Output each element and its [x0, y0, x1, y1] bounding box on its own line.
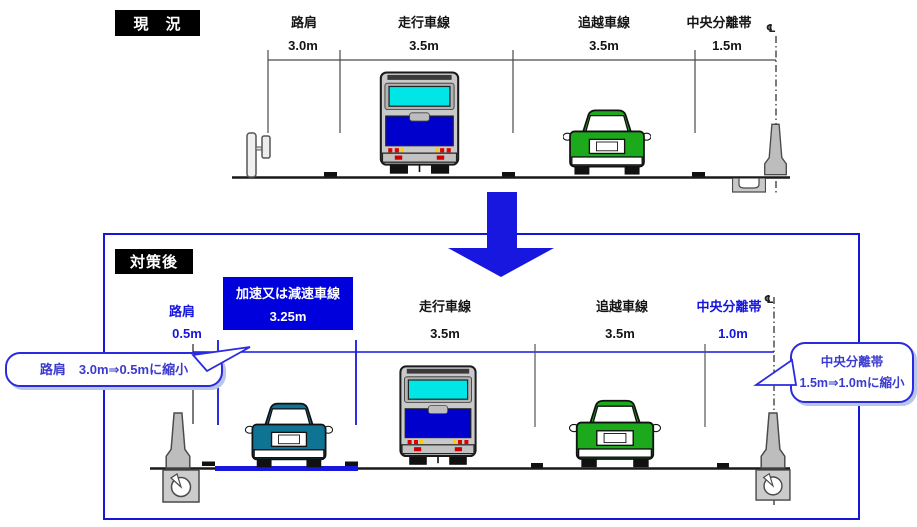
current-dimension-lines [267, 50, 776, 133]
after-median-name: 中央分離帯 [696, 299, 762, 314]
median-callout-line1: 中央分離帯 [820, 355, 884, 369]
accel-decel-lane-box: 加速又は減速車線 3.25m [223, 277, 353, 330]
after-passing-lane-width: 3.5m [605, 326, 635, 341]
teal-car-icon [244, 402, 334, 469]
current-section-label: 現 況 [115, 10, 200, 36]
after-driving-lane-width: 3.5m [430, 326, 460, 341]
after-shoulder-name: 路肩 [168, 304, 196, 319]
after-dimension-lines [192, 340, 774, 427]
current-lane-marking-buttons [324, 172, 705, 177]
drainage-channel-icon [732, 178, 766, 193]
green-car-icon [563, 109, 651, 176]
median-callout-line2: 1.5m⇒1.0mに縮小 [799, 375, 905, 390]
accel-decel-lane-name: 加速又は減速車線 [235, 286, 340, 301]
after-median-width: 1.0m [718, 326, 748, 341]
green-car-icon [568, 399, 662, 469]
shoulder-barrier-icon [165, 412, 191, 469]
down-arrow-icon [448, 192, 554, 277]
median-barrier-icon [763, 123, 788, 176]
accel-decel-lane-width: 3.25m [269, 309, 307, 324]
shoulder-callout-bubble: 路肩 3.0m⇒0.5mに縮小 [5, 352, 223, 387]
bus-icon [379, 71, 460, 175]
delineator-post-icon [246, 132, 271, 178]
accel-lane-stripe [215, 466, 358, 471]
current-passing-lane-width: 3.5m [589, 38, 619, 53]
current-passing-lane-name: 追越車線 [577, 15, 631, 30]
current-driving-lane-name: 走行車線 [397, 15, 451, 30]
after-shoulder-width: 0.5m [172, 326, 202, 341]
after-passing-lane-name: 追越車線 [595, 299, 649, 314]
after-centerline-symbol: ℄ [764, 294, 774, 306]
shoulder-callout-text: 路肩 3.0m⇒0.5mに縮小 [39, 362, 189, 377]
drainage-pipe-left-icon [162, 469, 200, 503]
after-driving-lane-name: 走行車線 [418, 299, 472, 314]
current-median-width: 1.5m [712, 38, 742, 53]
median-callout-bubble: 中央分離帯 1.5m⇒1.0mに縮小 [790, 342, 914, 403]
current-shoulder-name: 路肩 [290, 15, 318, 30]
current-shoulder-width: 3.0m [288, 38, 318, 53]
drainage-pipe-right-icon [755, 469, 791, 501]
current-median-name: 中央分離帯 [686, 15, 752, 30]
current-centerline-symbol: ℄ [766, 23, 776, 35]
after-section-label: 対策後 [115, 249, 193, 274]
current-driving-lane-width: 3.5m [409, 38, 439, 53]
bus-icon [399, 365, 477, 466]
median-barrier-icon [760, 412, 786, 469]
after-lane-marking-buttons [202, 461, 729, 468]
